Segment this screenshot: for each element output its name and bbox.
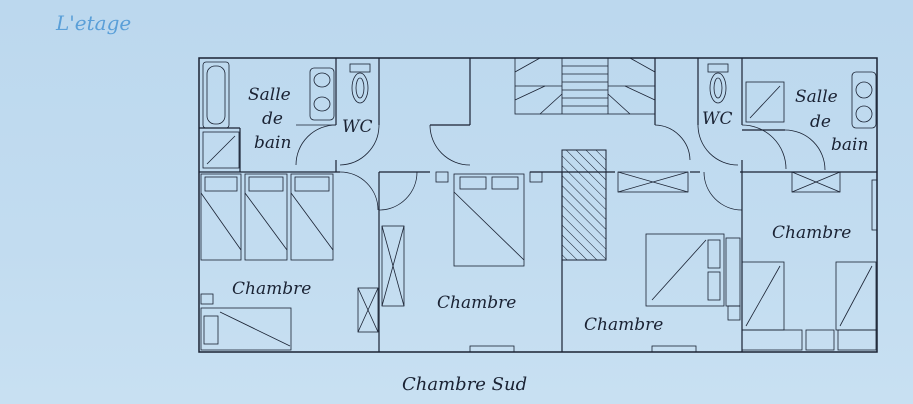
label-bath-left-2: de [262, 109, 283, 129]
label-bath-left-1: Salle [248, 85, 291, 105]
interior-walls [199, 58, 877, 352]
label-bedroom-center: Chambre [437, 293, 516, 313]
bath-left-fixtures [202, 61, 371, 169]
label-bath-right-3: bain [831, 135, 868, 155]
bedroom-west-furniture [200, 173, 334, 351]
caption: Chambre Sud [402, 374, 527, 395]
label-bath-left-3: bain [254, 133, 291, 153]
room-labels: Salle de bain WC WC Salle de bain Chambr… [232, 85, 868, 335]
label-bedroom-east: Chambre [772, 223, 851, 243]
label-wc-left: WC [342, 117, 372, 137]
doors [295, 124, 826, 211]
bath-right-fixtures [707, 63, 877, 129]
bedroom-center-furniture [357, 171, 543, 353]
label-bedroom-middle: Chambre [584, 315, 663, 335]
bedroom-east-furniture [741, 171, 878, 351]
hatched-shaft [561, 149, 607, 261]
outer-walls [198, 57, 878, 353]
label-bath-right-2: de [810, 112, 831, 132]
bedroom-middle-furniture [617, 171, 741, 353]
label-bath-right-1: Salle [795, 87, 838, 107]
label-bedroom-west: Chambre [232, 279, 311, 299]
label-wc-right: WC [702, 109, 732, 129]
staircase [514, 57, 656, 115]
page-title: L'etage [55, 11, 131, 35]
